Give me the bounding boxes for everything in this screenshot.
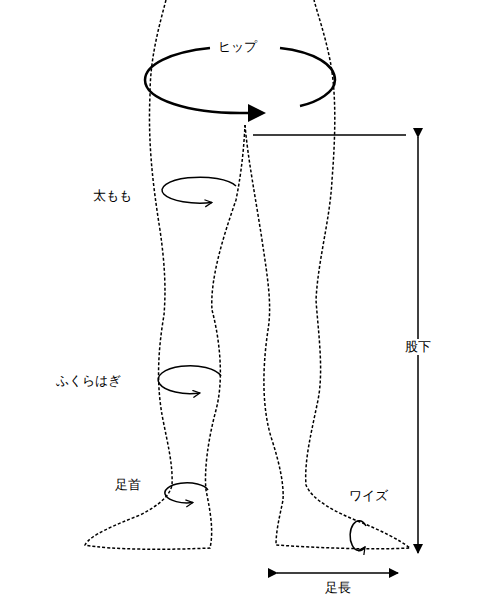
inseam-extension-line <box>253 134 406 136</box>
ankle-label: 足首 <box>112 477 144 493</box>
width-loop <box>350 521 366 551</box>
width-label: ワイズ <box>346 488 391 504</box>
thigh-loop <box>162 177 236 203</box>
foot-length-label: 足長 <box>322 580 354 596</box>
hip-loop <box>145 48 262 113</box>
ankle-loop <box>165 483 208 503</box>
hip-loop-back <box>280 48 335 106</box>
thigh-label: 太もも <box>90 188 135 204</box>
right-leg-outline <box>245 0 410 549</box>
left-leg-outline <box>85 0 245 549</box>
calf-label: ふくらはぎ <box>53 373 124 389</box>
inseam-label: 股下 <box>402 339 434 355</box>
hip-arrowhead <box>248 104 266 122</box>
foot-length-dimension-line <box>277 572 398 574</box>
hip-label: ヒップ <box>215 39 260 55</box>
calf-loop <box>158 366 221 394</box>
